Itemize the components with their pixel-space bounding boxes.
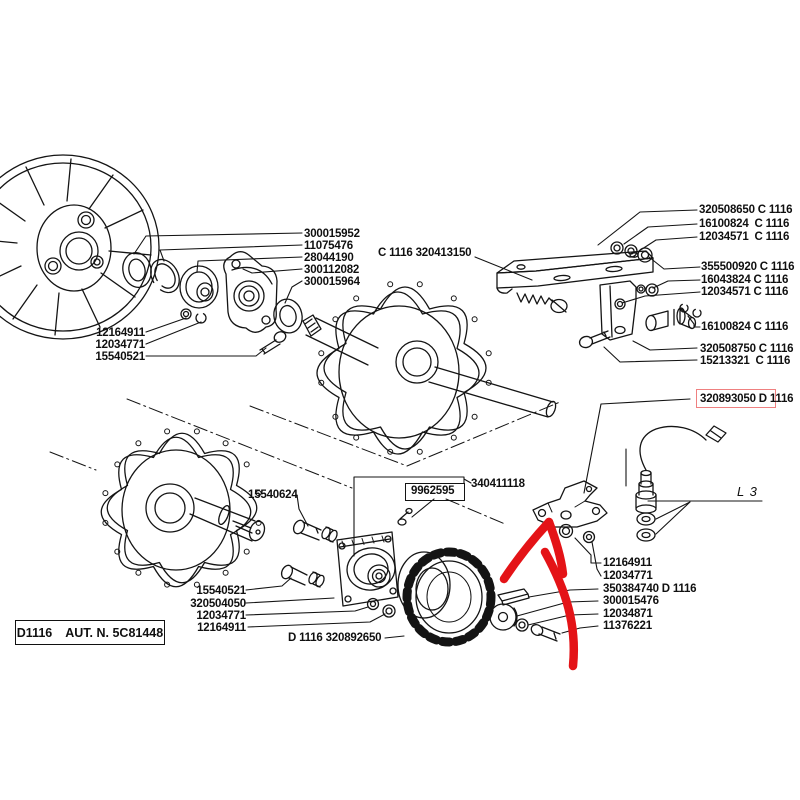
- part-number-label: 12034771: [603, 570, 653, 582]
- part-number-label: 12164911: [197, 622, 246, 634]
- part-number-label: 12034571 C 1116: [701, 286, 789, 298]
- part-number-label: D 1116 320892650: [288, 632, 382, 644]
- red-arrow-annotation: [499, 517, 579, 671]
- part-number-label: 15213321 C 1116: [700, 355, 791, 367]
- part-number-label: 12034771: [196, 610, 246, 622]
- axle-shaft-upper: [302, 281, 557, 455]
- axle-flange-lower: [100, 428, 266, 588]
- mount-bracket-upper: [496, 241, 659, 314]
- part-number-label: 15540521: [196, 585, 246, 597]
- part-number-label: 15540624: [248, 489, 298, 501]
- drawing-code: D1116: [16, 625, 53, 640]
- part-number-label: 12034771: [95, 339, 145, 351]
- bearing-set: [122, 251, 303, 334]
- part-number-label: 16100824 C 1116: [701, 321, 789, 333]
- part-number-label: 340411118: [471, 478, 525, 490]
- part-number-label: 300112082: [304, 264, 360, 276]
- part-number-label: 300015952: [304, 228, 360, 240]
- sensor-plate: [336, 507, 413, 607]
- fan-disc: [0, 154, 160, 340]
- drawing-title-box: D1116 AUT. N. 5C81448: [15, 620, 165, 645]
- part-number-label: 15540521: [95, 351, 145, 363]
- highlighted-part-number-label: 320893050 D 1116: [700, 393, 794, 405]
- sensor-cable: [635, 425, 727, 542]
- sensor-bracket: [532, 480, 608, 544]
- part-number-label: 320508650 C 1116: [699, 204, 793, 216]
- leader-lines: [133, 209, 763, 639]
- part-number-label: 28044190: [304, 252, 354, 264]
- part-number-label: 12164911: [603, 557, 652, 569]
- tone-wheel: [397, 547, 496, 647]
- part-number-label: 16043824 C 1116: [701, 274, 789, 286]
- support-bracket: [578, 280, 702, 349]
- part-number-label: 11376221: [603, 620, 652, 632]
- part-number-label: 320508750 C 1116: [700, 343, 794, 355]
- part-number-label: 9962595: [411, 485, 455, 497]
- part-number-label: 300015964: [304, 276, 360, 288]
- part-number-label: C 1116 320413150: [378, 247, 472, 259]
- part-number-label: 11075476: [304, 240, 353, 252]
- drawing-authorization: AUT. N. 5C81448: [65, 625, 164, 640]
- part-number-label: 12034871: [603, 607, 653, 620]
- construction-lines: [49, 398, 561, 525]
- reference-label: L 3: [737, 484, 758, 499]
- part-number-label: 300015476: [603, 595, 659, 607]
- part-number-label: 350384740 D 1116: [603, 582, 697, 595]
- part-number-frame: [405, 483, 465, 501]
- part-number-label: 320504050: [190, 597, 246, 610]
- highlight-box: [696, 389, 776, 408]
- part-number-label: 12164911: [96, 327, 145, 339]
- part-number-label: 12034571 C 1116: [699, 231, 790, 243]
- part-number-label: 16100824 C 1116: [699, 218, 790, 230]
- part-number-label: 355500920 C 1116: [701, 261, 795, 273]
